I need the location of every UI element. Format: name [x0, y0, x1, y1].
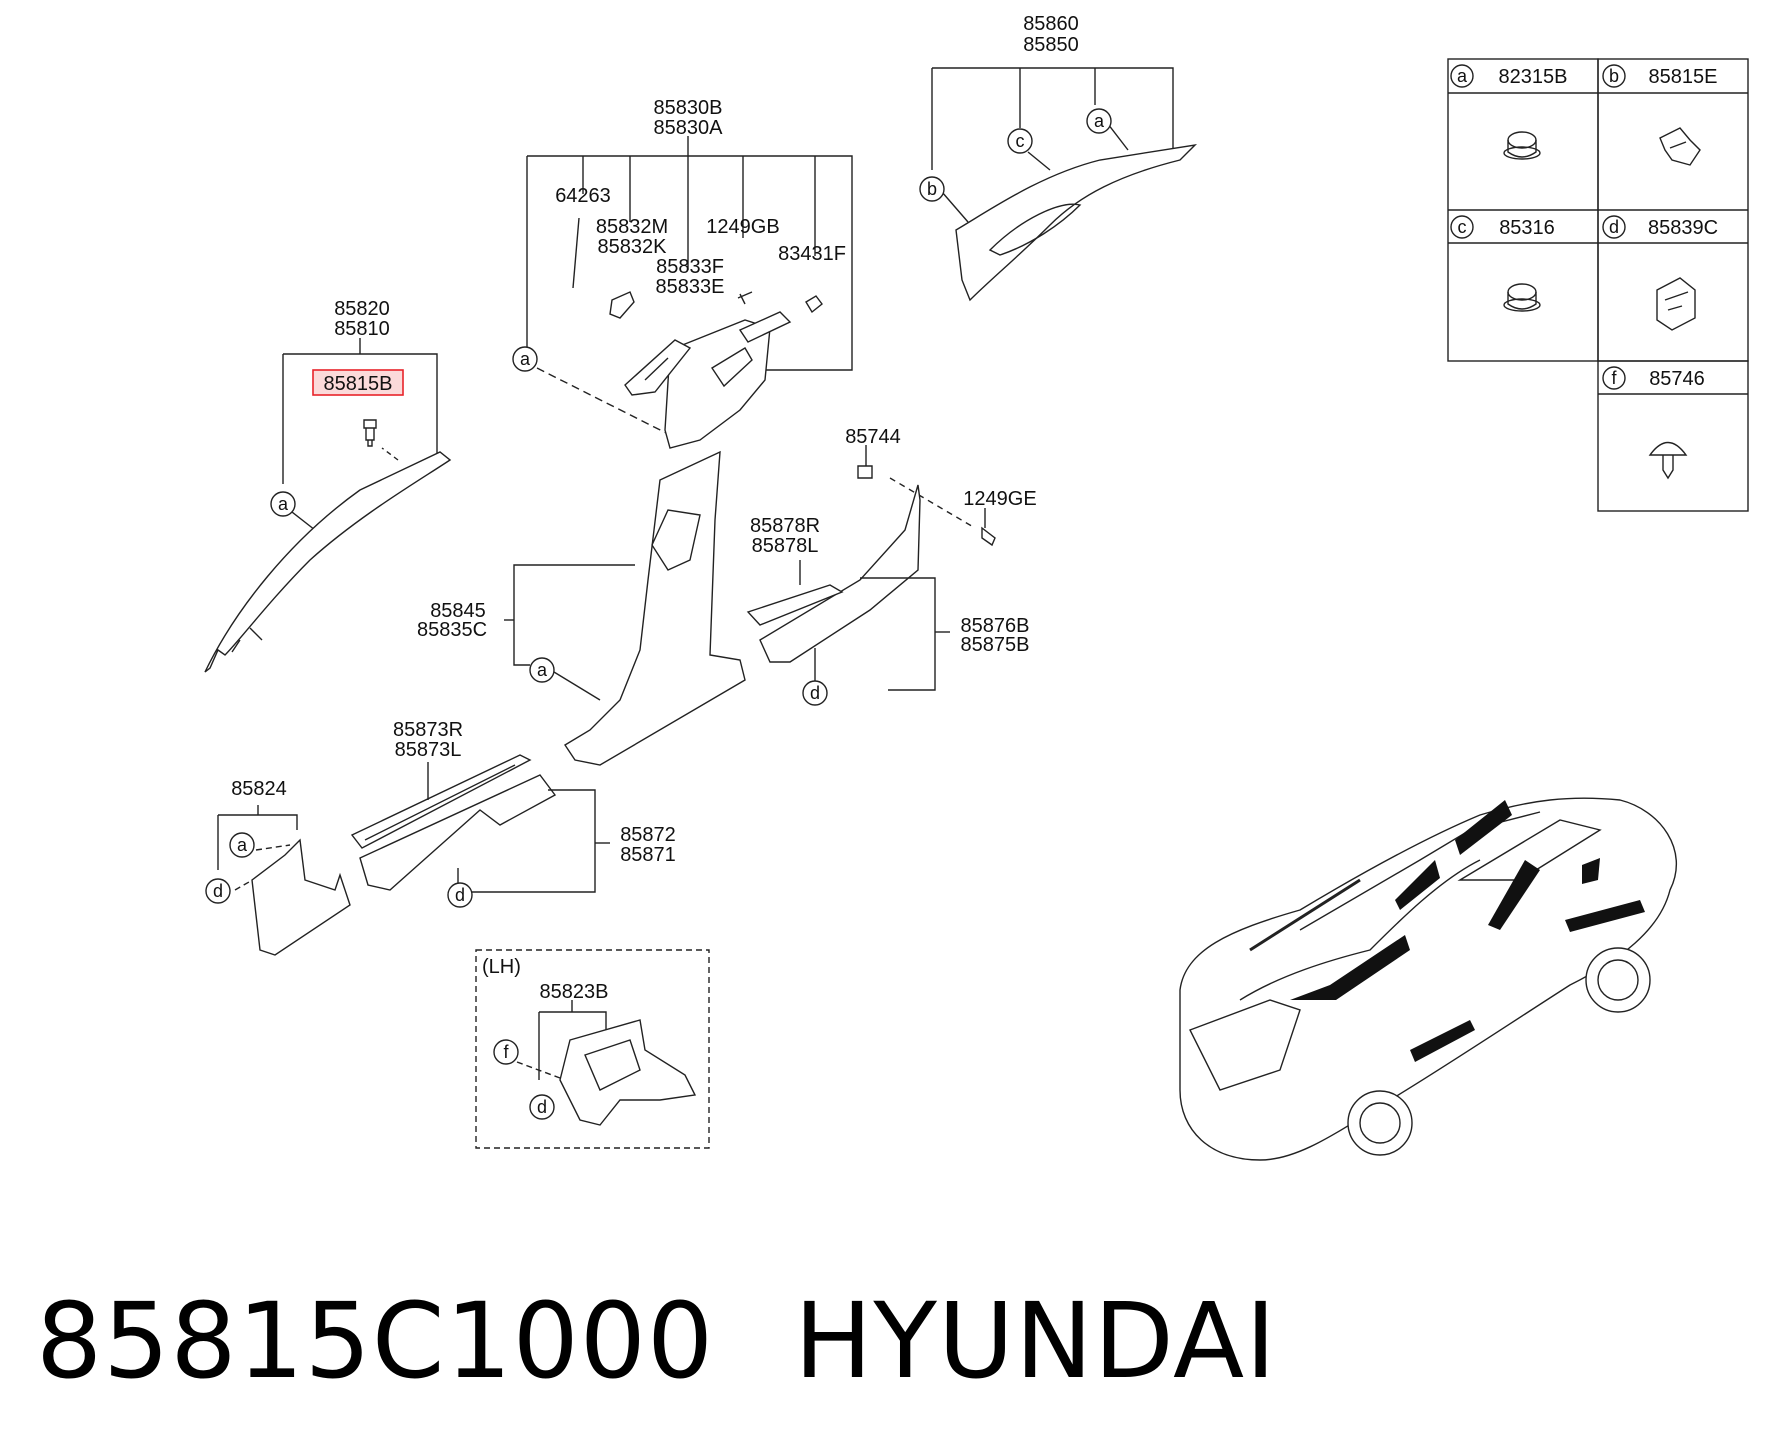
label-85824: 85824 — [231, 778, 287, 800]
b-pillar-lower-trim — [564, 450, 746, 766]
caption-brand: HYUNDAI — [794, 1280, 1277, 1402]
label-85833f: 85833F — [656, 256, 724, 278]
label-lh: (LH) — [482, 956, 521, 978]
cowl-side-trim — [251, 838, 351, 956]
label-85815b: 85815B — [324, 373, 393, 395]
label-85878r: 85878R — [750, 515, 820, 537]
marker-a-2: a — [520, 349, 531, 369]
label-85830a: 85830A — [654, 117, 724, 139]
lh-detail-group — [475, 949, 710, 1149]
front-scuff-trim — [359, 774, 557, 891]
label-85830b: 85830B — [654, 97, 723, 119]
marker-d-1: d — [810, 683, 820, 703]
fastener-marker-letters: a c b a a a d a d d f d — [213, 111, 1105, 1117]
marker-a-5: a — [237, 835, 248, 855]
legend-part-a: 82315B — [1499, 66, 1568, 88]
clip-85746-icon — [1648, 441, 1688, 480]
caption: 85815C1000 HYUNDAI — [36, 1280, 1277, 1402]
label-1249gb: 1249GB — [706, 216, 779, 238]
clip-85316-icon — [1503, 283, 1541, 312]
label-85873r: 85873R — [393, 719, 463, 741]
legend-part-d: 85839C — [1648, 217, 1718, 239]
clip-85815b-icon — [363, 419, 377, 447]
label-85832k: 85832K — [598, 236, 668, 258]
marker-d-4: d — [537, 1097, 547, 1117]
label-85810: 85810 — [334, 318, 390, 340]
caption-part-number: 85815C1000 — [36, 1280, 715, 1402]
label-85820: 85820 — [334, 298, 390, 320]
cowl-trim-group — [217, 805, 351, 956]
marker-c-1: c — [1016, 131, 1025, 151]
front-door-scuff-insert — [746, 584, 844, 626]
clip-85839c-icon — [1656, 277, 1696, 331]
rear-scuff-trim — [759, 484, 921, 663]
b-pillar-lower-group — [504, 450, 746, 766]
part-labels: 85860 85850 85830B 85830A 64263 85832M 8… — [231, 13, 1079, 1003]
a-pillar-trim-group — [204, 338, 452, 673]
label-85876b: 85876B — [961, 615, 1030, 637]
label-85833e: 85833E — [656, 276, 725, 298]
marker-d-3: d — [455, 885, 465, 905]
legend-key-f: f — [1611, 368, 1617, 388]
c-pillar-trim-group — [931, 67, 1198, 302]
clip-82315b-icon — [1503, 131, 1541, 160]
label-85832m: 85832M — [596, 216, 668, 238]
legend-part-f: 85746 — [1649, 368, 1705, 390]
legend-table — [1447, 58, 1749, 512]
marker-a-3: a — [278, 494, 289, 514]
label-85878l: 85878L — [752, 535, 819, 557]
highlight-box-85815b — [312, 369, 404, 396]
car-rear-wheel — [1585, 947, 1651, 1013]
label-85871: 85871 — [620, 844, 676, 866]
legend-part-c: 85316 — [1499, 217, 1555, 239]
label-83431f: 83431F — [778, 243, 846, 265]
legend-part-b: 85815E — [1649, 66, 1718, 88]
label-85850: 85850 — [1023, 34, 1079, 56]
label-85823b: 85823B — [540, 981, 609, 1003]
c-pillar-trim — [955, 143, 1198, 302]
label-85872: 85872 — [620, 824, 676, 846]
label-85845: 85845 — [430, 600, 486, 622]
car-body — [1179, 797, 1677, 1161]
marker-d-2: d — [213, 881, 223, 901]
legend-key-b: b — [1609, 66, 1619, 86]
clip-85815e-icon — [1659, 127, 1701, 166]
label-64263: 64263 — [555, 185, 611, 207]
b-pillar-upper-group — [526, 136, 853, 449]
label-1249ge: 1249GE — [963, 488, 1036, 510]
vehicle-locator — [1179, 797, 1677, 1161]
marker-f-1: f — [503, 1042, 509, 1062]
lh-detail-box — [475, 949, 710, 1149]
marker-a-1: a — [1094, 111, 1105, 131]
legend-key-a: a — [1457, 66, 1468, 86]
legend-key-c: c — [1458, 217, 1467, 237]
legend-key-d: d — [1609, 217, 1619, 237]
front-scuff-group — [350, 754, 610, 893]
marker-b-1: b — [927, 179, 937, 199]
label-85744: 85744 — [845, 426, 901, 448]
car-front-wheel — [1347, 1090, 1413, 1156]
kick-panel-trim — [559, 1019, 697, 1126]
label-85860: 85860 — [1023, 13, 1079, 35]
label-85873l: 85873L — [395, 739, 462, 761]
label-85835c: 85835C — [417, 619, 487, 641]
a-pillar-trim — [204, 451, 452, 673]
marker-a-4: a — [537, 660, 548, 680]
fastener-markers — [205, 108, 1112, 1120]
rear-scuff-group — [746, 445, 996, 691]
legend-text: a 82315B b 85815E c 85316 d 85839C f 857… — [1457, 66, 1718, 390]
label-85875b: 85875B — [961, 634, 1030, 656]
car-trim-highlights — [1290, 800, 1645, 1062]
